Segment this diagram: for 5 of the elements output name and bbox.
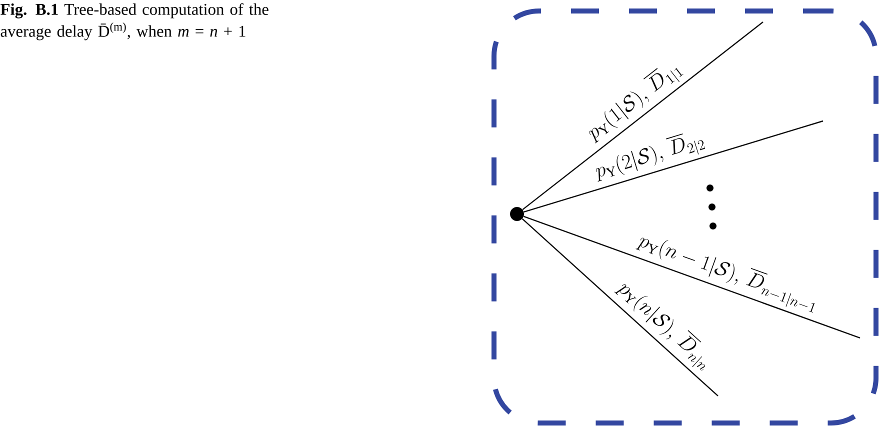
root-dot <box>510 207 524 221</box>
branch-line <box>522 22 764 210</box>
branch-line <box>524 120 824 212</box>
dashed-frame <box>492 8 878 426</box>
figure-caption: Fig. B.1 Tree-based computation of the average delay D̄$^{(m)}$, when m = n + 1 <box>0 3 268 40</box>
